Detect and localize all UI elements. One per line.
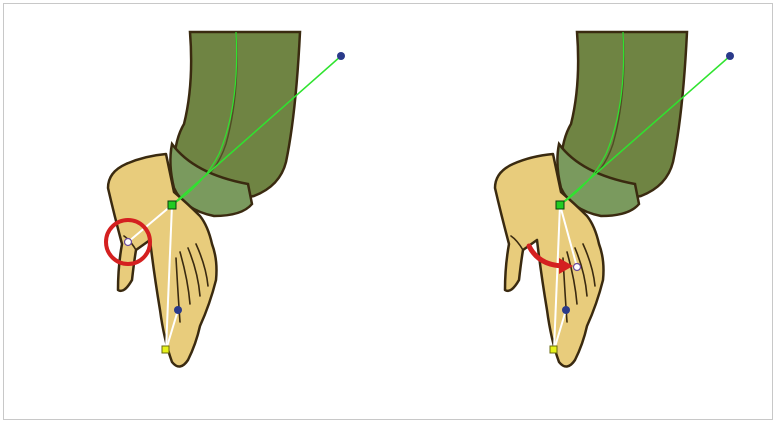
arm-drawing [495, 32, 687, 367]
rig-illustration-after [389, 4, 774, 419]
joint-shoulder [726, 52, 734, 60]
panel-after [389, 4, 774, 419]
joint-shoulder [337, 52, 345, 60]
joint-fingertip [162, 346, 169, 353]
joint-knuckle [174, 306, 182, 314]
joint-thumb [574, 264, 581, 271]
joint-fingertip [550, 346, 557, 353]
joint-wrist [556, 201, 564, 209]
panel-before [4, 4, 389, 419]
rig-illustration-before [4, 4, 389, 419]
arm-drawing [108, 32, 300, 367]
figure-frame [3, 3, 773, 420]
joint-thumb [125, 239, 132, 246]
joint-wrist [168, 201, 176, 209]
joint-knuckle [562, 306, 570, 314]
